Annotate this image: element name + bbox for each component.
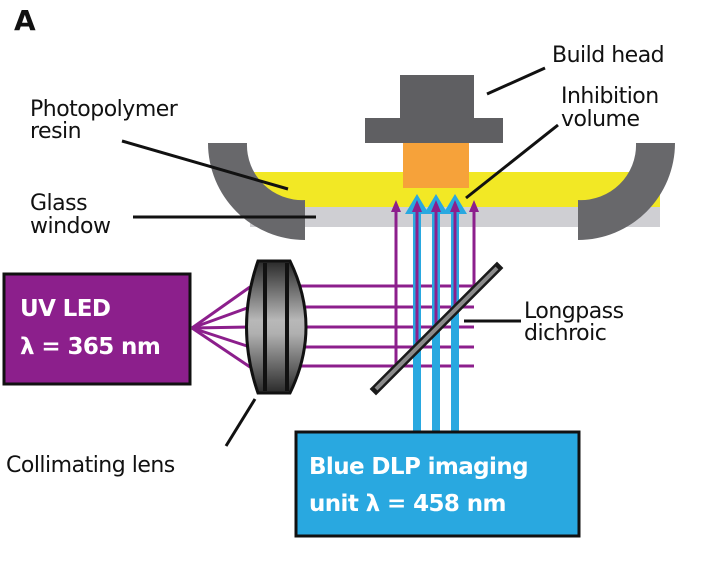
glass-window-label-2: window — [30, 214, 111, 239]
leader-lines — [121, 66, 559, 447]
uv-collimated-beams — [300, 284, 474, 368]
glass-window-label-1: Glass — [30, 191, 87, 216]
collimating-lens-label: Collimating lens — [6, 453, 175, 478]
dlp-unit-line2: unit λ = 458 nm — [309, 491, 506, 517]
printed-part — [403, 143, 469, 188]
resin-label-1: Photopolymer — [30, 97, 179, 122]
vat-wall-right — [578, 143, 675, 240]
uv-led-wavelength: λ = 365 nm — [20, 334, 160, 360]
uv-led-box: UV LED λ = 365 nm — [2, 272, 192, 386]
uv-arrowheads — [391, 200, 479, 212]
inhibition-volume-label-1: Inhibition — [561, 84, 659, 109]
dlp-unit-line1: Blue DLP imaging — [309, 454, 528, 480]
uv-diverging-beams — [191, 285, 251, 369]
collimating-lens — [245, 259, 308, 395]
panel-label: A — [14, 4, 36, 37]
dichroic-label-2: dichroic — [524, 321, 606, 346]
uv-redirected-beams — [394, 210, 476, 366]
build-head-plate — [365, 118, 503, 143]
resin-label-2: resin — [30, 119, 81, 144]
uv-led-name: UV LED — [20, 296, 110, 322]
build-head-label: Build head — [552, 43, 664, 68]
longpass-dichroic-mirror — [369, 261, 504, 396]
build-head-top — [400, 75, 474, 120]
blue-dlp-imaging-unit: Blue DLP imaging unit λ = 458 nm — [294, 430, 581, 538]
inhibition-volume-label-2: volume — [561, 107, 640, 132]
dichroic-label-1: Longpass — [524, 299, 624, 324]
